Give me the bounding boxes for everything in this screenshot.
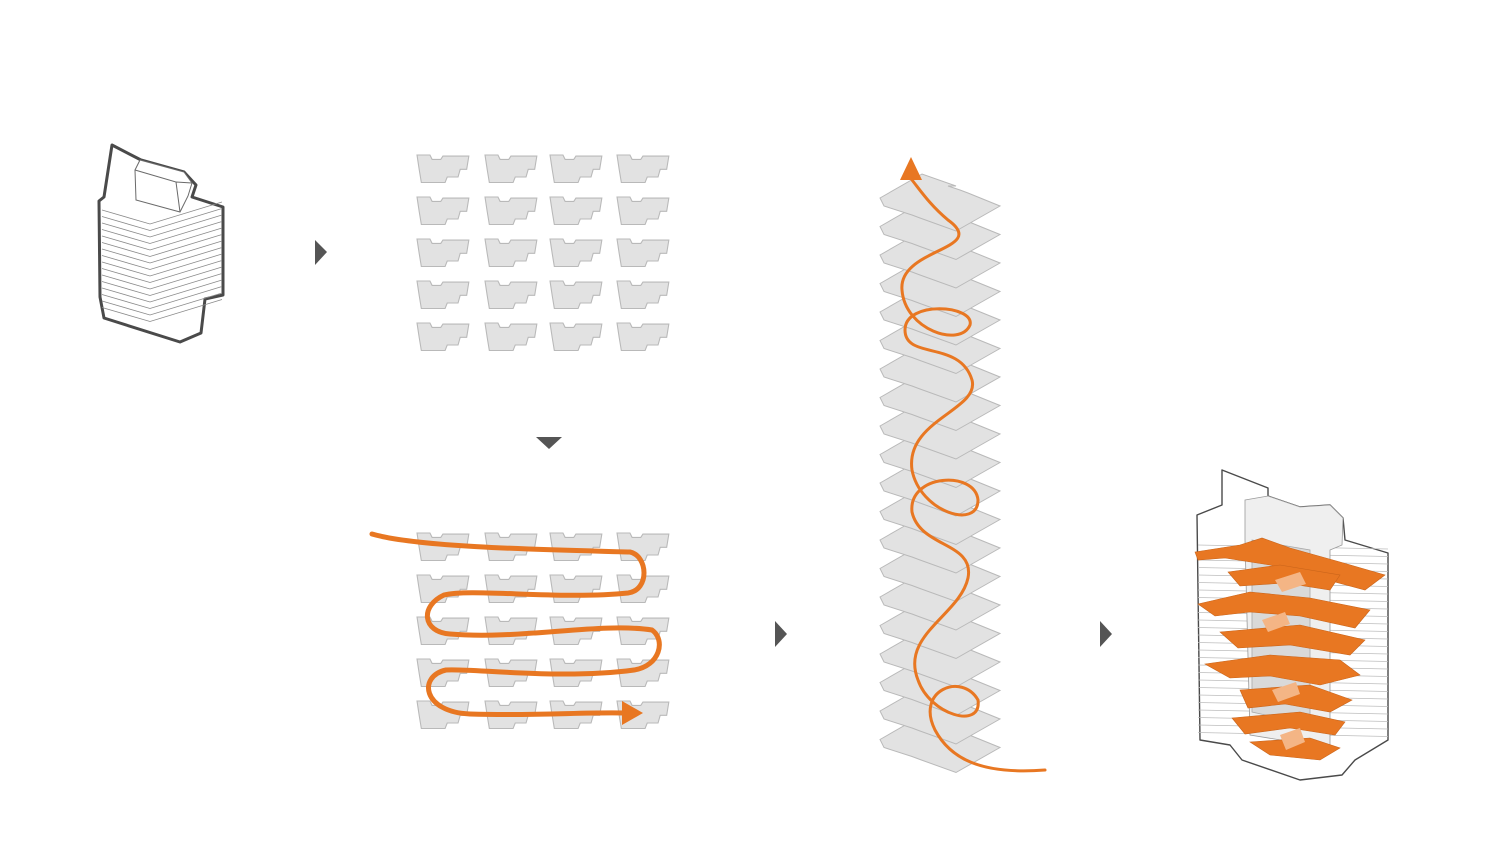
- floor-plate: [549, 196, 603, 226]
- floor-plate: [484, 616, 538, 646]
- floor-line: [101, 247, 223, 270]
- floor-plate: [416, 280, 470, 310]
- floor-plate: [549, 532, 603, 562]
- floor-plate: [616, 322, 670, 352]
- ramp: [1204, 654, 1361, 686]
- floor-line: [101, 279, 223, 303]
- right-arrow-icon: [775, 621, 787, 647]
- floor-line: [101, 234, 223, 257]
- ramp: [1239, 684, 1353, 713]
- floor-plate: [484, 280, 538, 310]
- orange-ramps: [1194, 537, 1386, 761]
- floor-plate: [549, 322, 603, 352]
- floor-plates-grid: [416, 154, 670, 352]
- right-arrow-icon: [1100, 621, 1112, 647]
- floor-plate: [416, 196, 470, 226]
- serpentine-path: [369, 531, 662, 718]
- floor-plate: [549, 574, 603, 604]
- building-outline: [97, 143, 225, 344]
- floor-line: [101, 221, 223, 244]
- floor-plate: [616, 280, 670, 310]
- ramp: [1219, 624, 1366, 656]
- floor-plate: [616, 196, 670, 226]
- floor-line: [101, 240, 223, 264]
- floor-plate: [416, 574, 470, 604]
- floor-plate: [416, 238, 470, 268]
- spiral-arrowhead: [900, 157, 922, 180]
- floor-line: [101, 292, 223, 316]
- floor-plate: [416, 154, 470, 184]
- floor-plate: [484, 574, 538, 604]
- building-massing-icon: [97, 143, 225, 344]
- floor-plate: [484, 154, 538, 184]
- floor-line: [101, 299, 223, 322]
- floor-plate: [549, 238, 603, 268]
- floor-line: [101, 266, 223, 290]
- right-arrow-icon: [315, 240, 327, 265]
- floor-line: [101, 208, 223, 231]
- roof-volume-edge: [134, 169, 193, 213]
- stacked-tower: [879, 173, 1001, 773]
- path-arrowhead: [622, 701, 643, 725]
- floor-line: [101, 273, 223, 296]
- floor-plate: [484, 238, 538, 268]
- floor-line: [101, 227, 223, 251]
- final-building-with-ramps: [1194, 469, 1389, 781]
- ramp: [1231, 711, 1346, 736]
- ramp: [1197, 591, 1371, 629]
- floor-line: [101, 260, 223, 283]
- spiral-circulation-path: [900, 178, 1047, 773]
- floor-plate: [484, 196, 538, 226]
- floor-plate: [616, 532, 670, 562]
- floor-line: [101, 214, 223, 238]
- floor-plate: [549, 280, 603, 310]
- floor-plate: [616, 238, 670, 268]
- down-arrow-icon: [536, 437, 562, 449]
- roof-volume: [134, 159, 193, 213]
- building-floor-lines: [101, 201, 223, 322]
- ramp-highlights: [1262, 572, 1306, 750]
- floor-line: [101, 286, 223, 309]
- floor-plate: [416, 322, 470, 352]
- floor-plate: [549, 154, 603, 184]
- floor-plate: [616, 154, 670, 184]
- floor-line: [101, 201, 223, 225]
- floor-plate: [484, 322, 538, 352]
- floor-line: [101, 253, 223, 277]
